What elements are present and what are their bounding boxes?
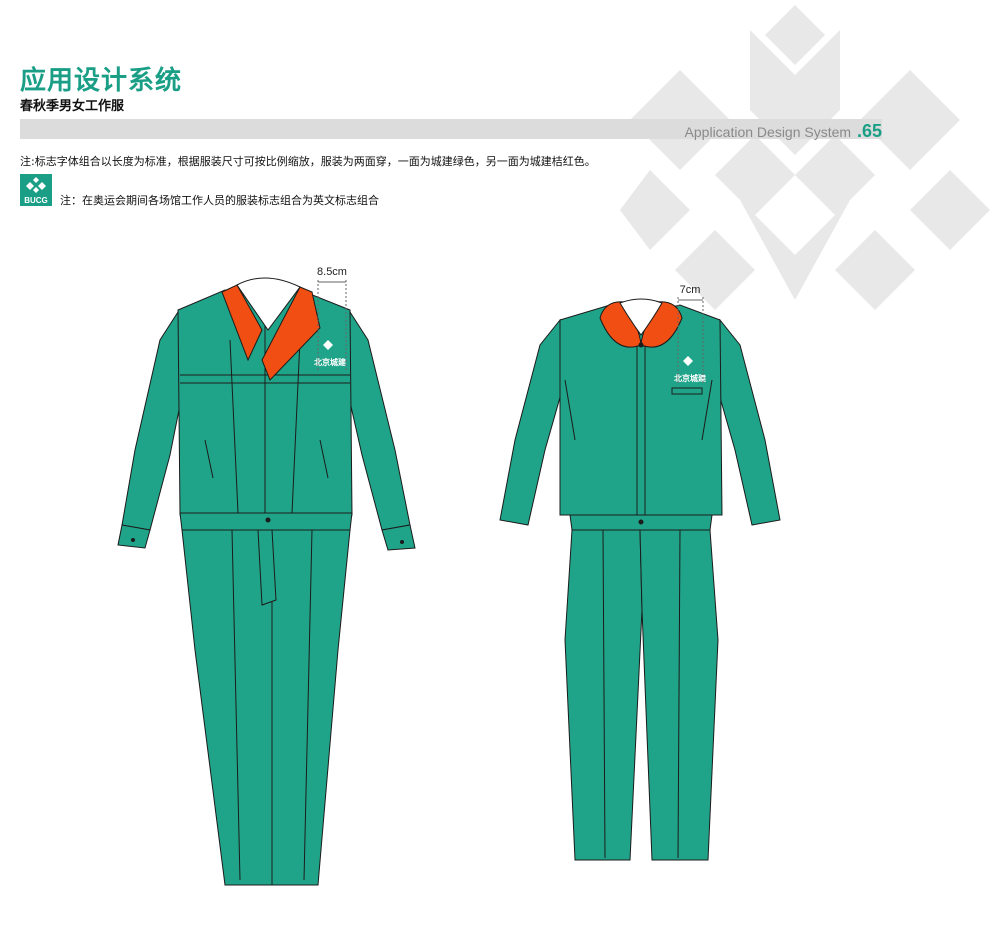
note-olympics: 注：在奥运会期间各场馆工作人员的服装标志组合为英文标志组合 — [60, 194, 379, 207]
mens-coverall: 北京城建 8.5cm — [117, 266, 416, 886]
note-scaling: 注:标志字体组合以长度为标准，根据服装尺寸可按比例缩放，服装为两面穿，一面为城建… — [20, 155, 596, 168]
page-number: .65 — [856, 121, 882, 141]
watermark-shapes — [620, 5, 990, 310]
bucg-logo: BUCG — [20, 174, 52, 206]
dimension-right: 7cm — [680, 284, 701, 296]
dimension-left: 8.5cm — [317, 266, 347, 278]
page-subtitle: 春秋季男女工作服 — [20, 99, 125, 114]
garment-illustrations: .g{fill:#20a489;stroke:#1b1b1b;stroke-wi… — [117, 266, 781, 886]
logo-text: BUCG — [24, 196, 48, 205]
badge-right: 北京城建 — [674, 373, 707, 383]
badge-left: 北京城建 — [314, 357, 347, 367]
womens-coverall: 北京城建 7cm — [499, 284, 781, 861]
section-bar — [20, 119, 882, 139]
section-label-text: Application Design System — [684, 124, 852, 140]
section-label: Application Design System .65 — [685, 121, 882, 142]
page-title: 应用设计系统 — [20, 66, 183, 96]
